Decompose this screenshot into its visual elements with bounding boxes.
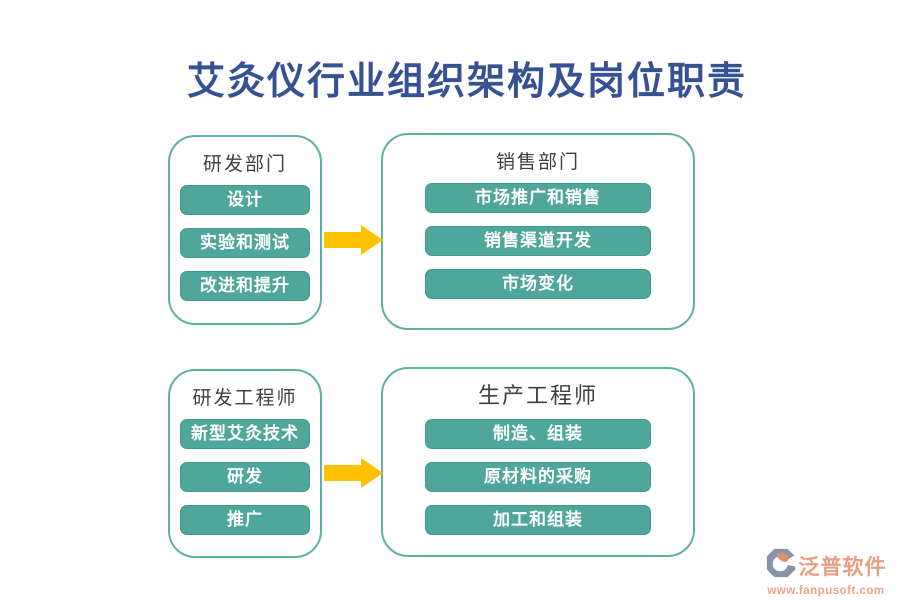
chip-research-development: 研发: [180, 462, 310, 492]
fanpu-logo[interactable]: 泛普软件 www.fanpusoft.com: [755, 547, 897, 597]
chip-marketing-sales: 市场推广和销售: [425, 183, 651, 213]
sales-department-items: 市场推广和销售 销售渠道开发 市场变化: [383, 183, 693, 299]
chip-promotion: 推广: [180, 505, 310, 535]
page-title: 艾灸仪行业组织架构及岗位职责: [186, 61, 747, 103]
arrow-right-icon: [361, 225, 383, 255]
fanpu-logo-icon: [766, 547, 796, 584]
chip-market-changes: 市场变化: [425, 269, 651, 299]
production-engineer-header: 生产工程师: [477, 383, 598, 408]
flow-arrow-top: [324, 224, 383, 256]
logo-website: www.fanpusoft.com: [767, 585, 885, 597]
box-rd-engineer: 研发工程师 新型艾灸技术 研发 推广: [168, 369, 322, 558]
arrow-right-icon: [361, 458, 383, 488]
rd-engineer-header: 研发工程师: [192, 388, 298, 409]
production-engineer-items: 制造、组装 原材料的采购 加工和组装: [383, 419, 693, 535]
chip-new-moxibustion-tech: 新型艾灸技术: [180, 419, 310, 449]
chip-raw-material-procurement: 原材料的采购: [425, 462, 651, 492]
sales-department-header: 销售部门: [495, 152, 580, 173]
flow-arrow-bottom: [324, 457, 383, 489]
box-sales-department: 销售部门 市场推广和销售 销售渠道开发 市场变化: [381, 133, 695, 330]
chip-design: 设计: [180, 185, 310, 215]
rd-engineer-items: 新型艾灸技术 研发 推广: [170, 419, 320, 535]
arrow-body: [324, 465, 361, 481]
chip-channel-development: 销售渠道开发: [425, 226, 651, 256]
box-production-engineer: 生产工程师 制造、组装 原材料的采购 加工和组装: [381, 367, 695, 557]
rd-department-items: 设计 实验和测试 改进和提升: [170, 185, 320, 301]
arrow-body: [324, 232, 361, 248]
chip-improve-enhance: 改进和提升: [180, 271, 310, 301]
box-rd-department: 研发部门 设计 实验和测试 改进和提升: [168, 135, 322, 325]
chip-experiment-testing: 实验和测试: [180, 228, 310, 258]
logo-brand: 泛普软件: [798, 554, 887, 579]
rd-department-header: 研发部门: [202, 154, 287, 175]
chip-processing-assembly: 加工和组装: [425, 505, 651, 535]
chip-manufacturing-assembly: 制造、组装: [425, 419, 651, 449]
